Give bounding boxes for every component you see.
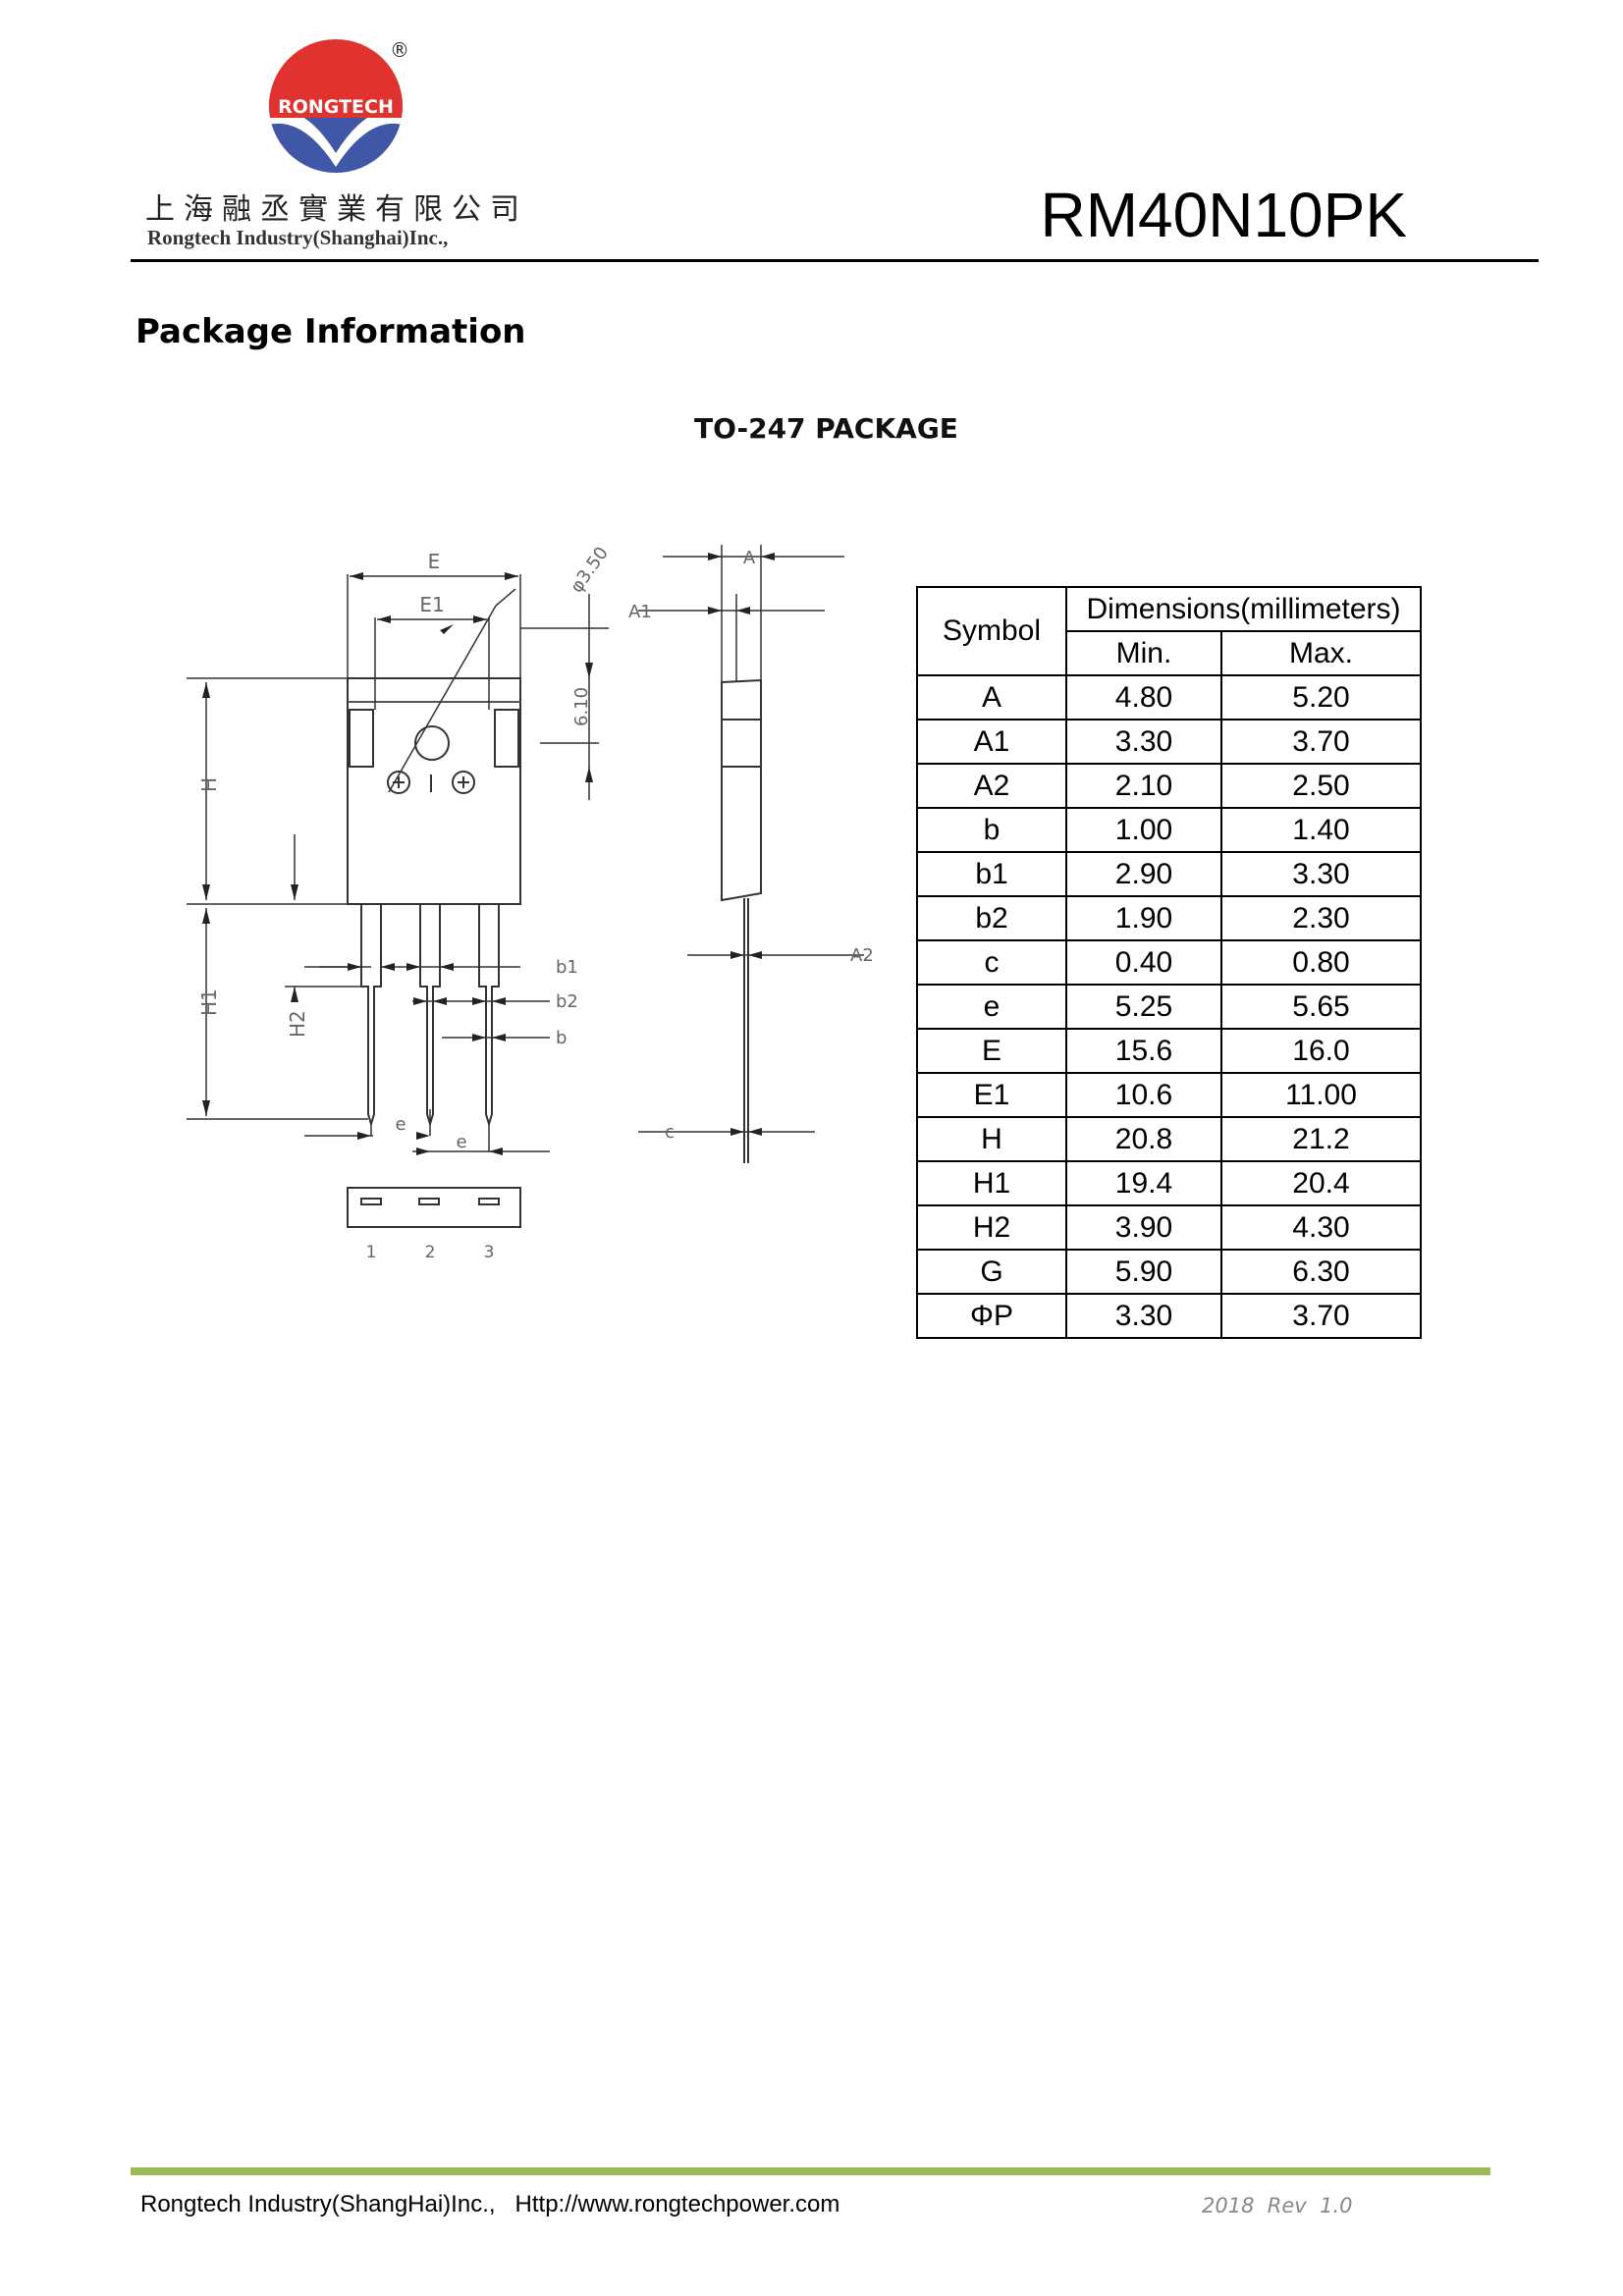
- row-max: 5.65: [1220, 984, 1422, 1030]
- header-symbol: Symbol: [916, 586, 1067, 676]
- row-min: 4.80: [1065, 674, 1222, 721]
- label-c: c: [665, 1122, 675, 1143]
- label-A2: A2: [850, 945, 874, 966]
- row-symbol: b2: [916, 895, 1067, 941]
- row-min: 1.00: [1065, 807, 1222, 853]
- row-symbol: H: [916, 1116, 1067, 1162]
- label-phi: φ3.50: [567, 543, 613, 597]
- part-number: RM40N10PK: [1040, 180, 1408, 250]
- package-title: TO-247 PACKAGE: [694, 412, 958, 445]
- row-max: 3.70: [1220, 719, 1422, 765]
- row-symbol: c: [916, 939, 1067, 986]
- row-symbol: E: [916, 1028, 1067, 1074]
- label-e-2: e: [456, 1132, 466, 1152]
- header-rule: [131, 259, 1539, 262]
- row-min: 0.40: [1065, 939, 1222, 986]
- row-symbol: e: [916, 984, 1067, 1030]
- row-max: 5.20: [1220, 674, 1422, 721]
- row-min: 1.90: [1065, 895, 1222, 941]
- label-e-1: e: [395, 1114, 406, 1135]
- footer-rule: [131, 2167, 1490, 2175]
- label-H: H: [197, 777, 221, 792]
- row-min: 3.90: [1065, 1204, 1222, 1251]
- label-610: 6.10: [571, 687, 592, 726]
- row-min: 3.30: [1065, 1293, 1222, 1339]
- row-max: 11.00: [1220, 1072, 1422, 1118]
- header-min: Min.: [1065, 630, 1222, 676]
- row-min: 19.4: [1065, 1160, 1222, 1206]
- pin-1-label: 1: [366, 1243, 377, 1262]
- header-dimensions: Dimensions(millimeters): [1065, 586, 1422, 632]
- label-E1: E1: [419, 593, 444, 616]
- company-logo: RONGTECH ®: [269, 38, 409, 173]
- label-H2: H2: [286, 1010, 309, 1038]
- row-symbol: A: [916, 674, 1067, 721]
- row-max: 1.40: [1220, 807, 1422, 853]
- row-symbol: ΦP: [916, 1293, 1067, 1339]
- dimensions-table: Symbol Dimensions(millimeters) Min. Max.…: [916, 586, 1422, 1339]
- label-A1: A1: [628, 602, 652, 622]
- row-max: 3.30: [1220, 851, 1422, 897]
- row-symbol: H2: [916, 1204, 1067, 1251]
- label-b2: b2: [556, 991, 578, 1012]
- row-min: 2.90: [1065, 851, 1222, 897]
- row-max: 3.70: [1220, 1293, 1422, 1339]
- row-min: 10.6: [1065, 1072, 1222, 1118]
- row-max: 2.50: [1220, 763, 1422, 809]
- label-H1: H1: [197, 988, 221, 1016]
- row-max: 16.0: [1220, 1028, 1422, 1074]
- label-b: b: [556, 1028, 567, 1048]
- row-max: 4.30: [1220, 1204, 1422, 1251]
- row-symbol: H1: [916, 1160, 1067, 1206]
- row-symbol: G: [916, 1249, 1067, 1295]
- logo-text: RONGTECH: [278, 96, 394, 118]
- package-drawing: E E1 φ3.50 6.10 H H1 H2 b1 b2 b e e A A1…: [187, 543, 874, 1262]
- row-min: 3.30: [1065, 719, 1222, 765]
- label-A: A: [743, 548, 756, 568]
- row-min: 15.6: [1065, 1028, 1222, 1074]
- row-max: 21.2: [1220, 1116, 1422, 1162]
- row-min: 2.10: [1065, 763, 1222, 809]
- row-max: 6.30: [1220, 1249, 1422, 1295]
- section-heading: Package Information: [135, 312, 526, 351]
- row-min: 5.90: [1065, 1249, 1222, 1295]
- row-max: 20.4: [1220, 1160, 1422, 1206]
- footer-revision: 2018 Rev 1.0: [1202, 2194, 1353, 2217]
- header-max: Max.: [1220, 630, 1422, 676]
- row-max: 2.30: [1220, 895, 1422, 941]
- row-symbol: E1: [916, 1072, 1067, 1118]
- row-symbol: A2: [916, 763, 1067, 809]
- pin-2-label: 2: [425, 1243, 436, 1262]
- label-E: E: [428, 550, 441, 573]
- footer-company-url: Rongtech Industry(ShangHai)Inc., Http://…: [140, 2191, 840, 2217]
- registered-mark: ®: [390, 38, 409, 62]
- company-name-en: Rongtech Industry(Shanghai)Inc.,: [147, 226, 449, 249]
- row-symbol: b1: [916, 851, 1067, 897]
- row-min: 20.8: [1065, 1116, 1222, 1162]
- row-symbol: b: [916, 807, 1067, 853]
- company-name-cn: 上海融丞實業有限公司: [145, 192, 528, 227]
- pin-3-label: 3: [484, 1243, 495, 1262]
- row-symbol: A1: [916, 719, 1067, 765]
- label-b1: b1: [556, 957, 578, 978]
- row-min: 5.25: [1065, 984, 1222, 1030]
- row-max: 0.80: [1220, 939, 1422, 986]
